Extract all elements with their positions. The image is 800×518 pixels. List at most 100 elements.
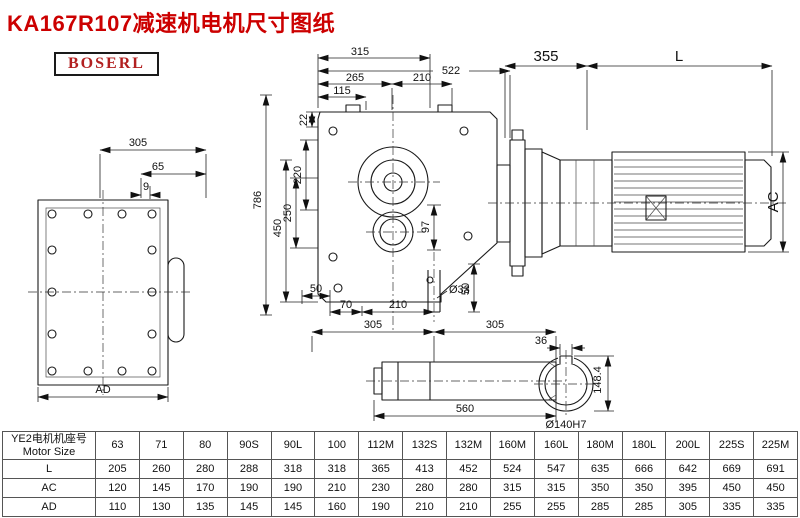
- size-value-cell: 524: [489, 459, 535, 479]
- dim-label: 450: [272, 219, 284, 237]
- size-value-cell: 145: [226, 497, 272, 517]
- size-value-cell: 365: [358, 459, 404, 479]
- size-value-cell: 255: [489, 497, 535, 517]
- size-value-cell: 547: [533, 459, 579, 479]
- size-value-cell: 318: [270, 459, 316, 479]
- size-column-header: 90L: [270, 431, 316, 460]
- dim-label: 210: [389, 299, 407, 311]
- size-value-cell: 288: [226, 459, 272, 479]
- dim-label: 305: [486, 319, 504, 331]
- size-value-cell: 635: [577, 459, 623, 479]
- brand-logo: BOSERL: [54, 52, 159, 76]
- size-value-cell: 210: [314, 478, 360, 498]
- size-value-cell: 160: [314, 497, 360, 517]
- size-column-header: 225S: [709, 431, 755, 460]
- size-value-cell: 110: [95, 497, 140, 517]
- size-value-cell: 190: [358, 497, 404, 517]
- dim-label: 22: [298, 114, 310, 126]
- dim-label: 9: [143, 181, 149, 193]
- size-value-cell: 280: [402, 478, 447, 498]
- size-value-cell: 350: [577, 478, 623, 498]
- size-column-header: 90S: [226, 431, 272, 460]
- size-column-header: 100: [314, 431, 360, 460]
- size-value-cell: 230: [358, 478, 404, 498]
- size-value-cell: 335: [753, 497, 798, 517]
- size-value-cell: 130: [138, 497, 184, 517]
- dim-label: 115: [333, 85, 351, 97]
- bolt-holes: [328, 126, 473, 293]
- motor-size-header-cn: YE2电机机座号: [11, 432, 87, 445]
- dim-label: 50: [460, 283, 472, 295]
- dim-label: 786: [252, 191, 264, 209]
- dim-label: Ø33: [449, 284, 470, 296]
- size-value-cell: 170: [182, 478, 228, 498]
- dim-label: 265: [346, 72, 364, 84]
- size-column-header: 63: [95, 431, 140, 460]
- size-value-cell: 666: [621, 459, 667, 479]
- size-column-header: 132S: [402, 431, 447, 460]
- dim-label: 220: [292, 166, 304, 184]
- dim-label: L: [675, 48, 683, 65]
- row-label: L: [2, 459, 96, 479]
- size-value-cell: 335: [709, 497, 755, 517]
- size-value-cell: 669: [709, 459, 755, 479]
- hollow-shaft-bore-view: 36 148.4 Ø140H7: [534, 335, 614, 431]
- dim-label: 305: [129, 137, 147, 149]
- size-value-cell: 315: [533, 478, 579, 498]
- size-value-cell: 210: [402, 497, 447, 517]
- size-value-cell: 285: [577, 497, 623, 517]
- size-value-cell: 318: [314, 459, 360, 479]
- dim-label: 65: [152, 161, 164, 173]
- dim-label: 50: [310, 283, 322, 295]
- size-value-cell: 450: [753, 478, 798, 498]
- size-column-header: 180M: [577, 431, 623, 460]
- motor-side-view: 355 L AC: [488, 48, 789, 277]
- size-value-cell: 135: [182, 497, 228, 517]
- dim-label: 36: [535, 335, 547, 347]
- size-column-header: 132M: [446, 431, 491, 460]
- dim-label: 355: [533, 48, 558, 65]
- size-value-cell: 450: [709, 478, 755, 498]
- size-value-cell: 691: [753, 459, 798, 479]
- size-value-cell: 145: [270, 497, 316, 517]
- gearbox-side-view: 305 65 9 AD: [28, 137, 207, 402]
- size-value-cell: 120: [95, 478, 140, 498]
- size-value-cell: 205: [95, 459, 140, 479]
- dim-label: AD: [95, 384, 110, 396]
- dim-label: Ø140H7: [546, 419, 587, 431]
- size-value-cell: 260: [138, 459, 184, 479]
- size-value-cell: 190: [270, 478, 316, 498]
- size-column-header: 71: [138, 431, 184, 460]
- size-column-header: 180L: [621, 431, 667, 460]
- size-value-cell: 210: [446, 497, 491, 517]
- size-value-cell: 280: [182, 459, 228, 479]
- dim-label: 315: [351, 46, 369, 58]
- motor-size-header-en: Motor Size: [22, 445, 76, 458]
- dim-label: 97: [420, 221, 432, 233]
- output-shaft-view: 305 305 560: [311, 319, 566, 421]
- size-column-header: 80: [182, 431, 228, 460]
- size-value-cell: 315: [489, 478, 535, 498]
- size-value-cell: 452: [446, 459, 491, 479]
- size-column-header: 200L: [665, 431, 711, 460]
- dim-label: 210: [413, 72, 431, 84]
- size-value-cell: 305: [665, 497, 711, 517]
- size-column-header: 112M: [358, 431, 404, 460]
- bolt-holes: [47, 209, 157, 376]
- size-column-header: 160L: [533, 431, 579, 460]
- dim-label: 522: [442, 65, 460, 77]
- size-value-cell: 280: [446, 478, 491, 498]
- gearbox-front-view: 315 522 265 210 115 22 220 250 450: [252, 46, 511, 330]
- row-label: AC: [2, 478, 96, 498]
- page-title: KA167R107减速机电机尺寸图纸: [7, 11, 336, 36]
- size-value-cell: 413: [402, 459, 447, 479]
- dim-label: 305: [364, 319, 382, 331]
- size-value-cell: 190: [226, 478, 272, 498]
- size-column-header: 160M: [489, 431, 535, 460]
